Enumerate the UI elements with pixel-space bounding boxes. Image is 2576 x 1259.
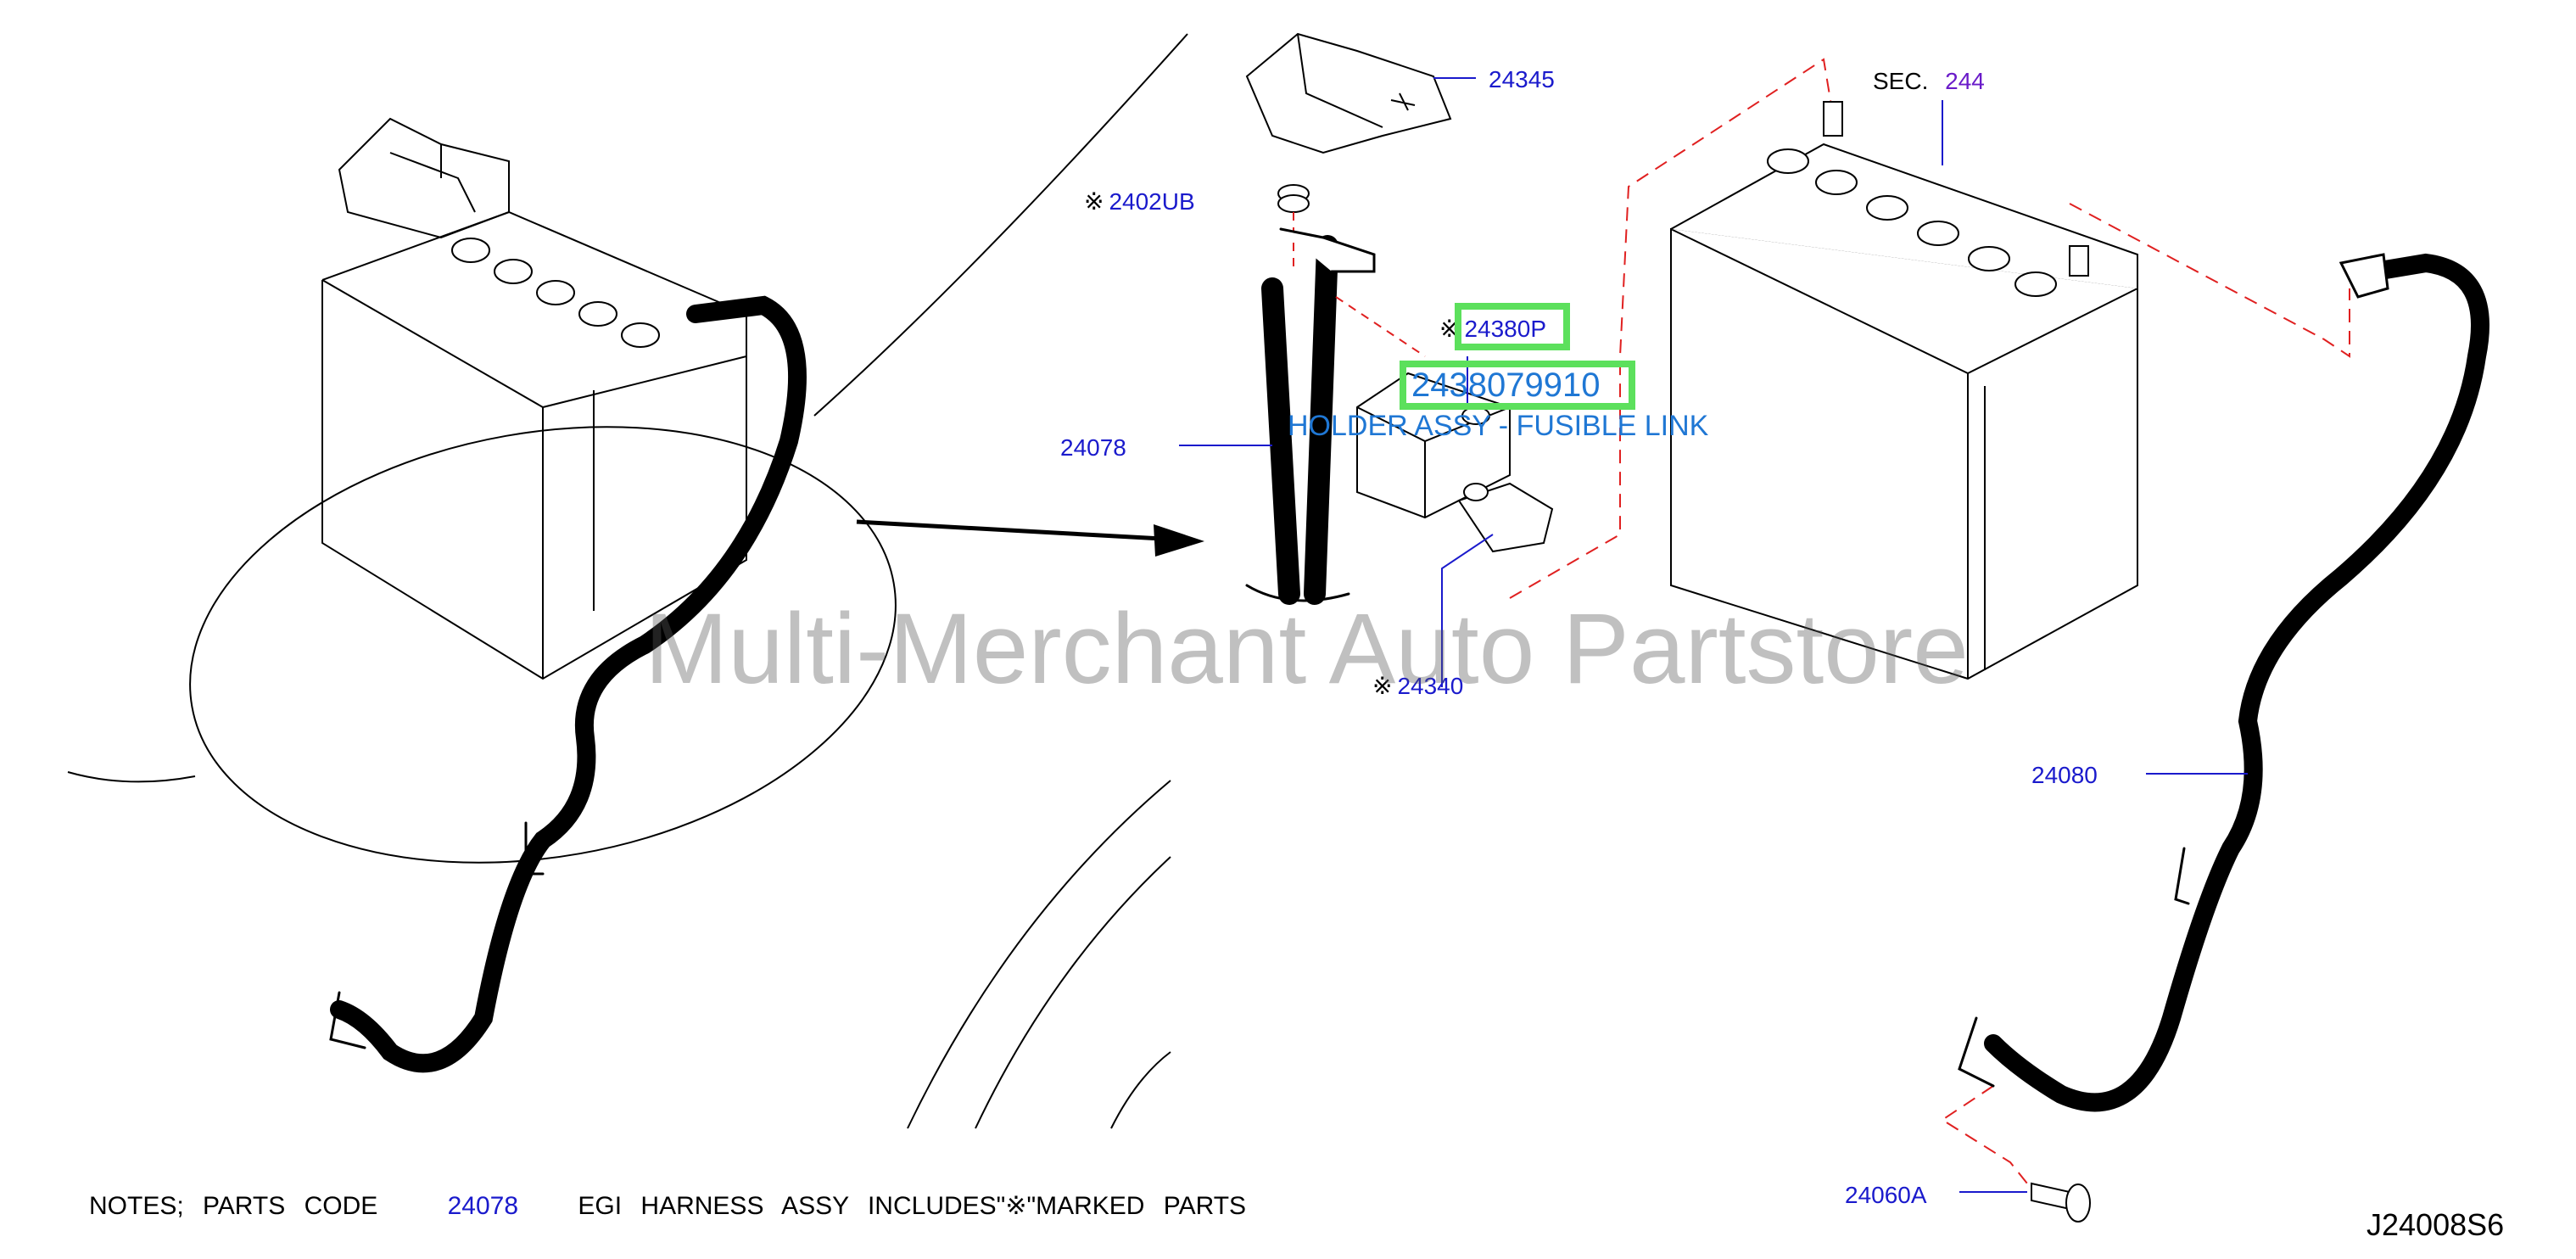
label-24340-code[interactable]: 24340 bbox=[1397, 673, 1464, 699]
label-24345[interactable]: 24345 bbox=[1489, 66, 1555, 92]
label-24340[interactable]: ※24340 bbox=[1372, 673, 1463, 700]
watermark: Multi-Merchant Auto Partstore bbox=[645, 593, 1969, 705]
bolt-24060A bbox=[2031, 1182, 2091, 1223]
zoom-arrow bbox=[856, 519, 1204, 557]
highlight-part-number[interactable]: 2438079910 bbox=[1411, 367, 1601, 404]
label-24380P-code[interactable]: 24380P bbox=[1464, 316, 1547, 342]
harness-24078 bbox=[1245, 227, 1376, 605]
marked-part-symbol: ※ bbox=[1372, 673, 1393, 699]
notes: NOTES; PARTS CODE 24078 EGI HARNESS ASSY… bbox=[89, 1192, 1246, 1221]
right-battery bbox=[1670, 101, 2138, 680]
marked-part-symbol: ※ bbox=[1439, 316, 1460, 342]
label-2402UB-code[interactable]: 2402UB bbox=[1109, 188, 1195, 215]
fender-lines bbox=[907, 780, 1171, 1129]
label-24078[interactable]: 24078 bbox=[1060, 434, 1126, 461]
label-24060A[interactable]: 24060A bbox=[1845, 1182, 1927, 1208]
nut-2402UB bbox=[1277, 184, 1310, 213]
sec-number-link[interactable]: 244 bbox=[1945, 68, 1985, 94]
diagram-code: J24008S6 bbox=[2366, 1207, 2505, 1242]
positive-terminal-cover-24345 bbox=[1245, 32, 1452, 154]
leader-lines bbox=[1179, 77, 2248, 1193]
notes-code-link[interactable]: 24078 bbox=[447, 1192, 519, 1220]
left-battery-overview bbox=[67, 33, 1188, 864]
label-sec-244[interactable]: SEC. 244 bbox=[1873, 68, 1985, 95]
notes-prefix: NOTES; PARTS CODE bbox=[89, 1192, 378, 1220]
marked-part-symbol: ※ bbox=[1084, 188, 1104, 215]
label-2402UB[interactable]: ※2402UB bbox=[1084, 188, 1195, 215]
highlight-part-number-box bbox=[1400, 361, 1635, 410]
notes-suffix: EGI HARNESS ASSY INCLUDES"※"MARKED PARTS bbox=[578, 1192, 1247, 1220]
terminal-clamp-24340 bbox=[1457, 482, 1554, 553]
label-24080[interactable]: 24080 bbox=[2031, 762, 2098, 788]
negative-cable-24080 bbox=[1958, 253, 2489, 1112]
assembly-dashed-lines bbox=[1509, 58, 2350, 1184]
highlight-part-description: HOLDER ASSY - FUSIBLE LINK bbox=[1288, 410, 1709, 442]
sec-prefix: SEC. bbox=[1873, 68, 1929, 94]
left-negative-cable bbox=[329, 295, 807, 1073]
label-24380P[interactable]: ※24380P bbox=[1439, 316, 1546, 343]
highlight-24380P-box bbox=[1455, 303, 1570, 350]
